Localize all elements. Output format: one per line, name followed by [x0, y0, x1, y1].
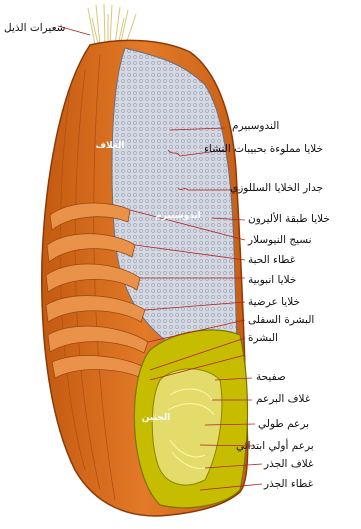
label-primary-bud: برعم أولي ابتدائي	[236, 440, 314, 452]
label-plumule: برعم طولي	[258, 418, 309, 430]
label-tube-cells: خلايا انبوبية	[248, 274, 296, 286]
label-root-cap: غطاء الجذر	[264, 478, 313, 490]
label-beard-hairs: شعيرات الذيل	[4, 22, 65, 34]
label-starch-cells: خلايا مملوءة بحبيبات النشاء	[204, 143, 323, 155]
label-cellulose-wall: جدار الخلايا السللوزي	[230, 182, 323, 194]
label-coleorhiza: غلاف الجذر	[264, 458, 313, 470]
label-aleurone-cells: خلايا طبقة الأليرون	[248, 213, 330, 225]
label-coleoptile: غلاف البرعم	[256, 393, 310, 405]
label-epidermis: البشرة	[248, 332, 278, 344]
label-endosperm: الندوسبيرم	[232, 120, 279, 132]
endosperm-inner-label: اندوسبيرم	[155, 211, 201, 221]
label-lower-epidermis: البشرة السفلى	[248, 314, 314, 326]
embryo-inner-label: الجنين	[142, 413, 170, 423]
label-seed-coat: غطاء الحبة	[248, 254, 295, 266]
label-scutellum: صفيحة	[256, 371, 286, 383]
label-cross-cells: خلايا عرضية	[248, 296, 300, 308]
pericarp-inner-label: الغلاف	[96, 141, 125, 151]
label-nucellar-tissue: نسيج النيوسلار	[248, 234, 312, 246]
